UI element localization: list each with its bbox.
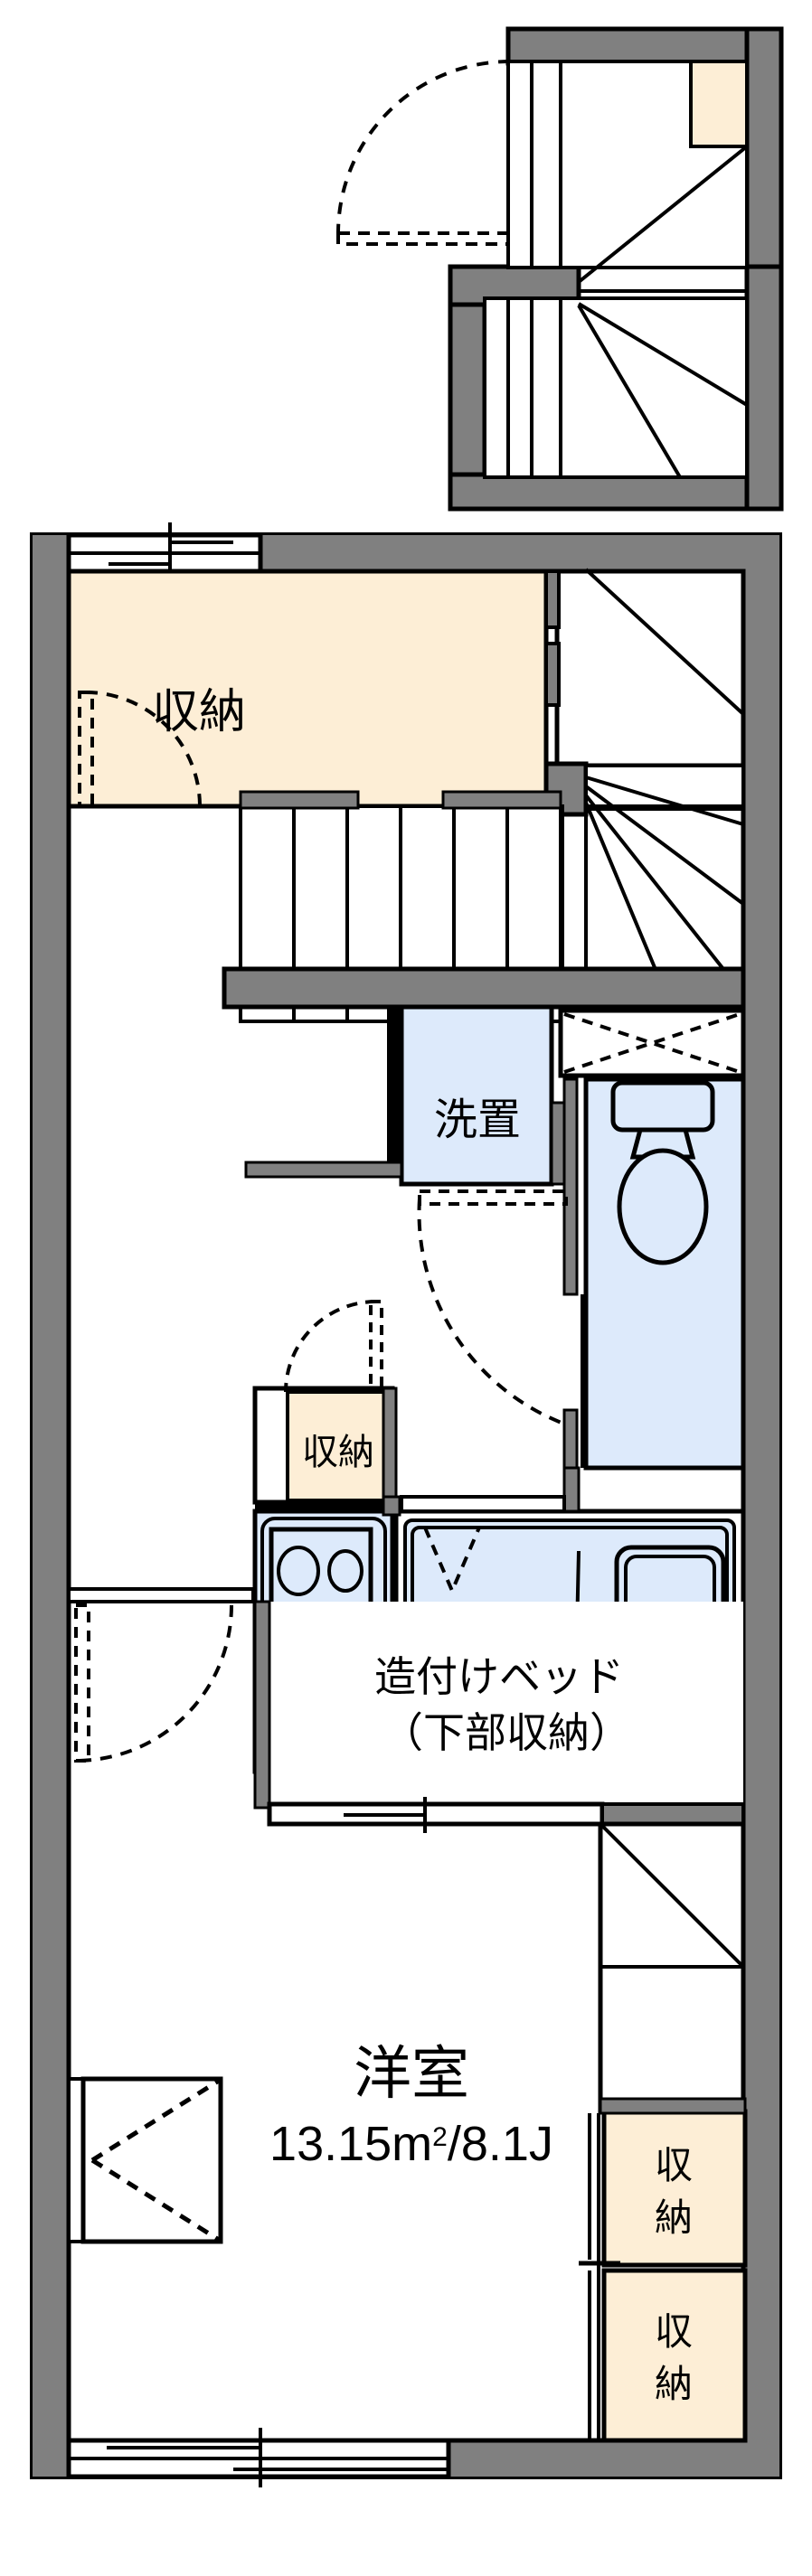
stair-lower-floor (483, 296, 749, 479)
stove-burner (277, 1546, 320, 1596)
closet-right-upper-label-a: 収 (655, 2143, 693, 2187)
room-area-sup: 2 (432, 2122, 448, 2152)
stair-winder (585, 776, 744, 826)
wall-bath-nib-b (562, 1466, 581, 1513)
door-threshold (67, 1587, 255, 1603)
shelf-cross-b (563, 1012, 741, 1074)
bed-drawer-band (267, 1801, 605, 1827)
bath-door-icon (423, 1527, 481, 1596)
stove-burner (327, 1549, 364, 1593)
closet-right-lower-label-b: 納 (655, 2362, 693, 2406)
closet-right-upper-label-b: 納 (655, 2195, 693, 2240)
wall-closet-upper-head (599, 2097, 747, 2115)
main-unit: 収納 (30, 522, 782, 2487)
main-room: 洋室 13.15m2/8.1J (269, 2041, 553, 2171)
wall-washer-right (550, 1101, 566, 1186)
wall-washer-left (387, 1007, 401, 1171)
room-area-label: 13.15m2/8.1J (269, 2117, 553, 2171)
stair-winder (577, 304, 682, 479)
casement-swing-a (90, 2078, 221, 2163)
bath-threshold (400, 1495, 566, 1513)
stair-landing-upper (554, 569, 746, 768)
wall-washer-bottom (244, 1161, 403, 1179)
closet-right-lower[interactable]: 収 納 (579, 2261, 748, 2443)
bed-area (255, 1602, 743, 1808)
wall-kitchen-right (382, 1387, 398, 1509)
casement-swing-b (90, 2158, 221, 2242)
cabinet-divider (255, 1502, 392, 1511)
wall-toilet-left-lower (562, 1408, 579, 1470)
kitchen-closet-label: 収納 (302, 1432, 374, 1473)
door-arc-icon (336, 60, 511, 234)
toilet-door-leaf (418, 1189, 568, 1206)
kitchen-upper-closet[interactable]: 収納 (252, 1300, 398, 1511)
casement-window-icon (80, 2076, 223, 2244)
closet-top-area (66, 569, 549, 809)
void-diagonal (599, 1822, 745, 1969)
wall-bed-left (253, 1600, 271, 1810)
stair-winder (577, 145, 749, 284)
landing-tile (689, 60, 749, 148)
closet-top[interactable]: 収納 (66, 569, 549, 809)
stair-header-b (441, 790, 562, 810)
toilet-icon (617, 1148, 709, 1265)
stair-winder (577, 302, 749, 407)
washer-place[interactable]: 洗置 (244, 1004, 566, 1187)
closet-right-upper-area (601, 2109, 748, 2268)
side-window[interactable] (67, 2076, 223, 2244)
bed-label-line1: 造付けベッド (374, 1652, 624, 1701)
room-entry-door[interactable] (67, 1587, 255, 1763)
stair-winder-upper (584, 568, 745, 716)
closet-right-upper[interactable]: 収 納 (588, 2097, 748, 2270)
door-arc-icon (85, 691, 202, 807)
right-void-stair (598, 1821, 746, 2114)
wall-nib-a (544, 569, 561, 629)
shelf-cross-a (563, 1012, 741, 1074)
closet-top-label: 収納 (152, 685, 246, 739)
upper-block-walls (448, 26, 784, 512)
bed-label-line2: （下部収納） (382, 1708, 631, 1757)
closet-right-lower-area (601, 2268, 748, 2443)
room-area-tail: /8.1J (448, 2117, 553, 2171)
stair-header-a (239, 790, 360, 810)
built-in-bed: 造付けベッド （下部収納） (253, 1600, 745, 1833)
door-arc-icon (75, 1604, 233, 1763)
upper-stair-interior (483, 60, 749, 479)
closet-right-lower-label-a: 収 (655, 2309, 693, 2354)
door-arc-icon (284, 1300, 377, 1393)
wall-stair-bottom-beam (222, 966, 746, 1010)
toilet-tank (610, 1080, 715, 1133)
balcony-window[interactable] (66, 2428, 451, 2487)
wall-upper-top (505, 26, 784, 66)
washer-area (399, 1004, 554, 1187)
toilet-room[interactable] (417, 1076, 746, 1471)
room-name-label: 洋室 (354, 2041, 469, 2108)
overhead-shelf (558, 1008, 746, 1078)
wall-lower-left (448, 264, 487, 512)
wall-bed-right-beam (600, 1802, 745, 1826)
wall-lower-right (744, 264, 784, 512)
room-area-main: 13.15m (269, 2117, 432, 2171)
washer-label: 洗置 (434, 1095, 521, 1145)
wall-toilet-left-upper (562, 1077, 579, 1296)
stair-winder (584, 794, 745, 996)
wall-bath-nib-a (382, 1495, 401, 1517)
top-window[interactable] (66, 522, 263, 580)
wall-upper-right (744, 26, 784, 277)
upper-stair-block (336, 26, 784, 512)
wall-lower-bottom (448, 472, 784, 512)
wall-nib-b (544, 642, 561, 707)
toilet-neck (629, 1127, 696, 1160)
